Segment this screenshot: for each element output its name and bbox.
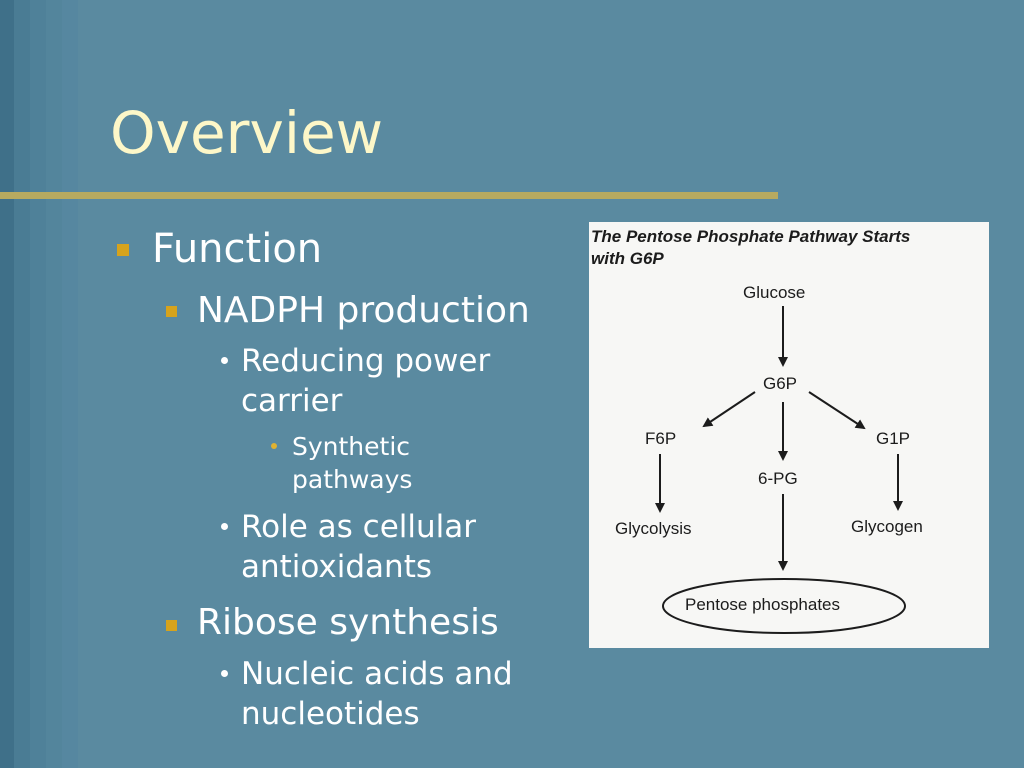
bullet-nucleic-line1: Nucleic acids and xyxy=(241,656,513,692)
node-f6p: F6P xyxy=(645,429,677,448)
bullet-dot-icon xyxy=(271,443,277,449)
node-glucose: Glucose xyxy=(743,283,806,302)
bullet-nucleic-line2: nucleotides xyxy=(241,696,420,732)
node-g1p: G1P xyxy=(876,429,911,448)
arrow-g6p-f6p xyxy=(702,391,756,428)
figure-caption: The Pentose Phosphate Pathway Starts wit… xyxy=(591,226,987,270)
node-6pg: 6-PG xyxy=(758,469,798,488)
node-glycolysis: Glycolysis xyxy=(615,519,692,538)
bullet-reducing-power-line1: Reducing power xyxy=(241,343,491,379)
node-g6p: G6P xyxy=(763,374,798,393)
arrow-g6p-g1p xyxy=(808,391,866,430)
bullet-role-line2: antioxidants xyxy=(241,549,433,585)
bullet-ribose-synthesis: Ribose synthesis xyxy=(197,602,499,643)
bullet-square-icon xyxy=(166,306,177,317)
bullet-square-icon xyxy=(117,244,129,256)
bullet-dot-icon xyxy=(221,523,228,530)
node-glycogen: Glycogen xyxy=(851,517,923,536)
title-divider xyxy=(0,192,778,199)
left-stripe-decoration xyxy=(0,0,78,768)
bullet-nadph-production: NADPH production xyxy=(197,290,530,331)
pathway-arrows xyxy=(655,306,906,634)
bullet-square-icon xyxy=(166,620,177,631)
bullet-function: Function xyxy=(152,226,323,272)
bullet-dot-icon xyxy=(221,670,228,677)
pentose-pathway-figure: The Pentose Phosphate Pathway Starts wit… xyxy=(589,222,989,648)
bullet-role-line1: Role as cellular xyxy=(241,509,476,545)
bullet-dot-icon xyxy=(221,357,228,364)
figure-caption-line1: The Pentose Phosphate Pathway Starts xyxy=(591,227,911,246)
slide-title: Overview xyxy=(110,99,384,167)
figure-caption-line2: with G6P xyxy=(591,249,664,268)
bullet-reducing-power-line2: carrier xyxy=(241,383,343,419)
bullet-synthetic-line1: Synthetic xyxy=(292,432,411,461)
node-pentose-phosphates: Pentose phosphates xyxy=(685,595,841,614)
pentose-ellipse xyxy=(662,578,906,634)
bullet-synthetic-line2: pathways xyxy=(292,465,413,494)
